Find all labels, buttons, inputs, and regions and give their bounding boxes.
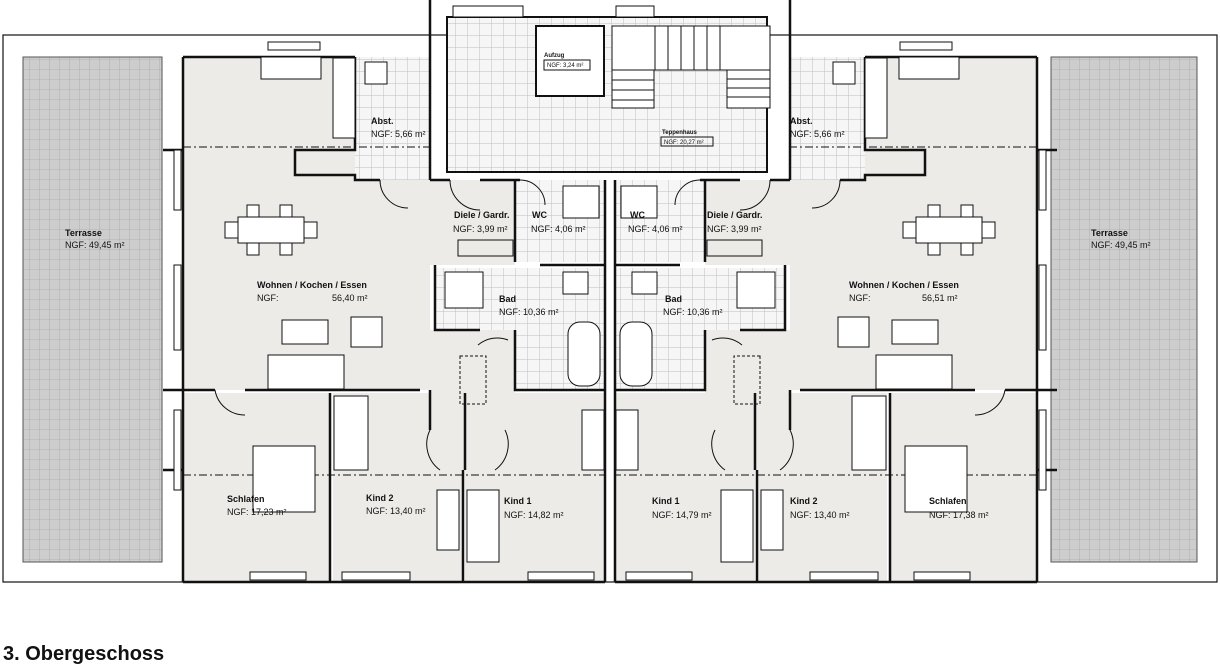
bath-left-name: Bad [499,294,516,304]
terrace-left [22,56,163,563]
bedroom-left-name: Schlafen [227,494,265,504]
living-right-area: 56,51 m² [922,293,958,303]
terrace-right-name: Terrasse [1091,228,1128,238]
bedroom-right-name: Schlafen [929,496,967,506]
storage-right-name: Abst. [790,116,813,126]
wc-right-name: WC [630,210,645,220]
terrace-right [1050,56,1198,563]
living-right-area-label: NGF: [849,293,871,303]
kid2-right-area: NGF: 13,40 m² [790,510,850,520]
kid1-left-area: NGF: 14,82 m² [504,510,564,520]
kid1-left-name: Kind 1 [504,496,532,506]
bath-left-area: NGF: 10,36 m² [499,307,559,317]
stairs-name: Teppenhaus [662,130,698,136]
living-left-area-label: NGF: [257,293,279,303]
bath-right-area: NGF: 10,36 m² [663,307,723,317]
elevator-name: Aufzug [544,53,565,59]
kid2-left-area: NGF: 13,40 m² [366,506,426,516]
windows [173,41,1047,581]
storage-left-area: NGF: 5,66 m² [371,129,426,139]
storage-left-name: Abst. [371,116,394,126]
bedroom-right-area: NGF: 17,38 m² [929,510,989,520]
bath-right-name: Bad [665,294,682,304]
living-left-area: 56,40 m² [332,293,368,303]
hall-left-name: Diele / Gardr. [454,210,510,220]
terrace-right-area: NGF: 49,45 m² [1091,240,1151,250]
living-left-name: Wohnen / Kochen / Essen [257,280,367,290]
stairs-area: NGF: 20,27 m² [664,140,704,146]
wc-right-area: NGF: 4,06 m² [628,224,683,234]
kid2-right-name: Kind 2 [790,496,818,506]
room-labels: Aufzug NGF: 3,24 m² Teppenhaus NGF: 20,2… [65,53,1151,520]
wc-left-area: NGF: 4,06 m² [531,224,586,234]
living-right-name: Wohnen / Kochen / Essen [849,280,959,290]
storage-right-area: NGF: 5,66 m² [790,129,845,139]
kid2-left-name: Kind 2 [366,493,394,503]
terrace-left-area: NGF: 49,45 m² [65,240,125,250]
kid1-right-name: Kind 1 [652,496,680,506]
elevator [535,25,605,97]
hall-right-area: NGF: 3,99 m² [707,224,762,234]
terrace-left-name: Terrasse [65,228,102,238]
kid1-right-area: NGF: 14,79 m² [652,510,712,520]
wc-left-name: WC [532,210,547,220]
elevator-area: NGF: 3,24 m² [547,63,583,69]
stairs [611,25,771,109]
hall-left-area: NGF: 3,99 m² [453,224,508,234]
hall-right-name: Diele / Gardr. [707,210,763,220]
bedroom-left-area: NGF: 17,23 m² [227,507,287,517]
floor-title: 3. Obergeschoss [3,643,165,665]
